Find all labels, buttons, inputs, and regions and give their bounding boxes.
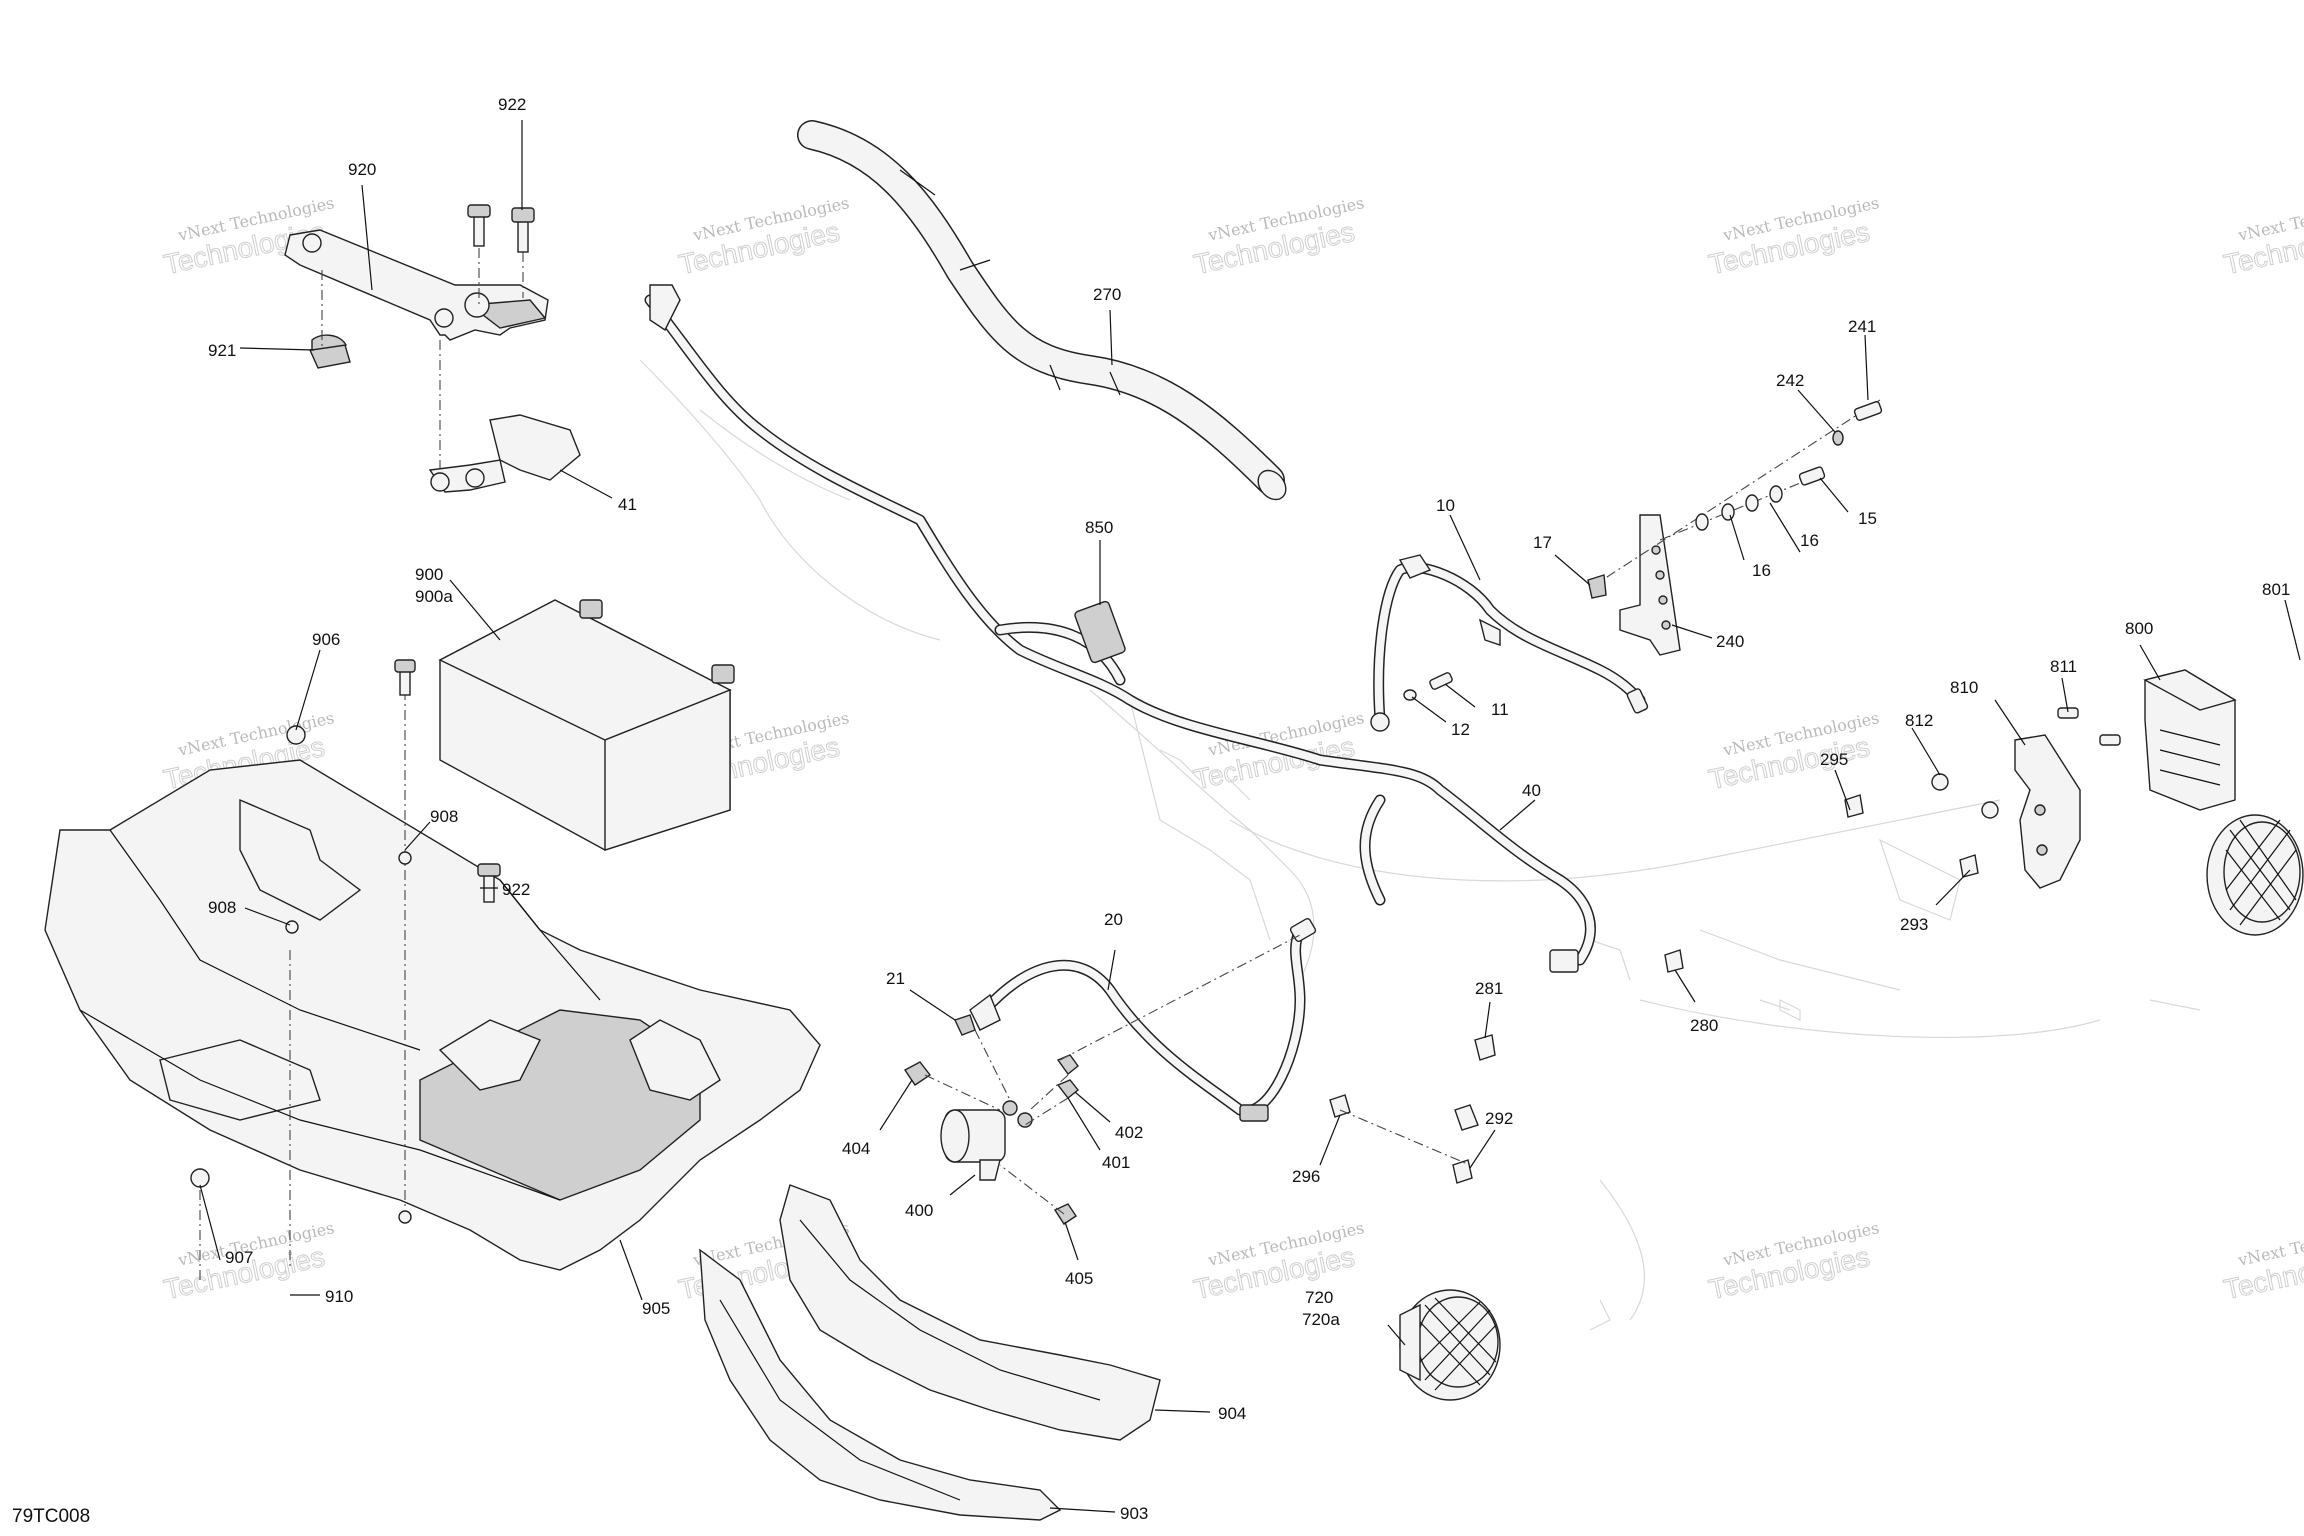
callout-270: 270	[1093, 285, 1121, 304]
callout-281: 281	[1475, 979, 1503, 998]
callout-850: 850	[1085, 518, 1113, 537]
callout-907: 907	[225, 1248, 253, 1267]
callout-11: 11	[1491, 700, 1509, 719]
callout-21: 21	[886, 969, 905, 988]
bracket-240	[1619, 514, 1681, 656]
callout-293: 293	[1900, 915, 1928, 934]
cable-20	[969, 917, 1317, 1122]
callout-400: 400	[905, 1201, 933, 1220]
ghost-frame	[639, 359, 2201, 1331]
shield-904	[779, 1184, 1161, 1441]
watermark: Technologies vNext Technologies	[1191, 193, 1366, 281]
callout-910: 910	[325, 1287, 353, 1306]
callout-296: 296	[1292, 1167, 1320, 1186]
callout-720a: 720a	[1302, 1310, 1340, 1329]
callout-402: 402	[1115, 1123, 1143, 1142]
watermark: Technologies vNext Technologies	[676, 193, 851, 281]
callout-922-lower: 922	[502, 880, 530, 899]
module-800	[2143, 669, 2237, 811]
bracket-920	[284, 204, 549, 470]
watermark: Technologies vNext Technologies	[2221, 1218, 2304, 1306]
light-801	[2206, 814, 2304, 936]
callout-801: 801	[2262, 580, 2290, 599]
callout-41: 41	[618, 495, 637, 514]
callout-920: 920	[348, 160, 376, 179]
callout-905: 905	[642, 1299, 670, 1318]
solenoid-400	[903, 934, 1301, 1225]
callout-922: 922	[498, 95, 526, 114]
watermark: Technologies vNext Technologies	[1706, 1218, 1881, 1306]
callout-810: 810	[1950, 678, 1978, 697]
watermark: Technologies vNext Technologies	[1191, 1218, 1366, 1306]
callout-12: 12	[1451, 720, 1470, 739]
diagram-code: 79TC008	[12, 1506, 90, 1527]
callout-40: 40	[1522, 781, 1541, 800]
callout-720: 720	[1305, 1288, 1333, 1307]
callout-903: 903	[1120, 1504, 1148, 1523]
bracket-810	[1931, 707, 2121, 889]
watermark: Technologies vNext Technologies	[2221, 193, 2304, 281]
leader-lines	[199, 120, 2301, 1513]
watermark: Technologies vNext Technologies	[1706, 193, 1881, 281]
watermark: Technologies vNext Technologies	[1706, 708, 1881, 796]
callout-15: 15	[1858, 509, 1877, 528]
callout-280: 280	[1690, 1016, 1718, 1035]
callout-labels: 922 920 921 41 270 850 900 900a 906 908 …	[208, 95, 2290, 1523]
callout-811: 811	[2050, 657, 2077, 676]
callout-908-upper: 908	[430, 807, 458, 826]
callout-401: 401	[1102, 1153, 1130, 1172]
callout-10: 10	[1436, 496, 1455, 515]
callout-904: 904	[1218, 1404, 1246, 1423]
callout-900a: 900a	[415, 587, 453, 606]
hardware-right	[1403, 399, 1883, 701]
shield-903	[699, 1248, 1062, 1521]
callout-921: 921	[208, 341, 236, 360]
callout-20: 20	[1104, 910, 1123, 929]
callout-240: 240	[1716, 632, 1744, 651]
callout-242: 242	[1776, 371, 1804, 390]
callout-900: 900	[415, 565, 443, 584]
callout-16-right: 16	[1800, 531, 1819, 550]
callout-292: 292	[1485, 1109, 1513, 1128]
battery-900	[438, 599, 735, 851]
harness-850	[644, 284, 1596, 973]
callout-800: 800	[2125, 619, 2153, 638]
cover-41	[428, 414, 581, 493]
clips	[1329, 794, 1979, 1184]
harness-10	[1370, 554, 1649, 732]
callout-241: 241	[1848, 317, 1876, 336]
callout-16-left: 16	[1752, 561, 1771, 580]
hose-270	[797, 120, 1287, 501]
callout-405: 405	[1065, 1269, 1093, 1288]
callout-812: 812	[1905, 711, 1933, 730]
tray-905	[44, 659, 821, 1280]
light-720	[1399, 1289, 1501, 1401]
callout-906: 906	[312, 630, 340, 649]
callout-17: 17	[1533, 533, 1552, 552]
callout-295: 295	[1820, 750, 1848, 769]
callout-404: 404	[842, 1139, 870, 1158]
callout-908-lower: 908	[208, 898, 236, 917]
